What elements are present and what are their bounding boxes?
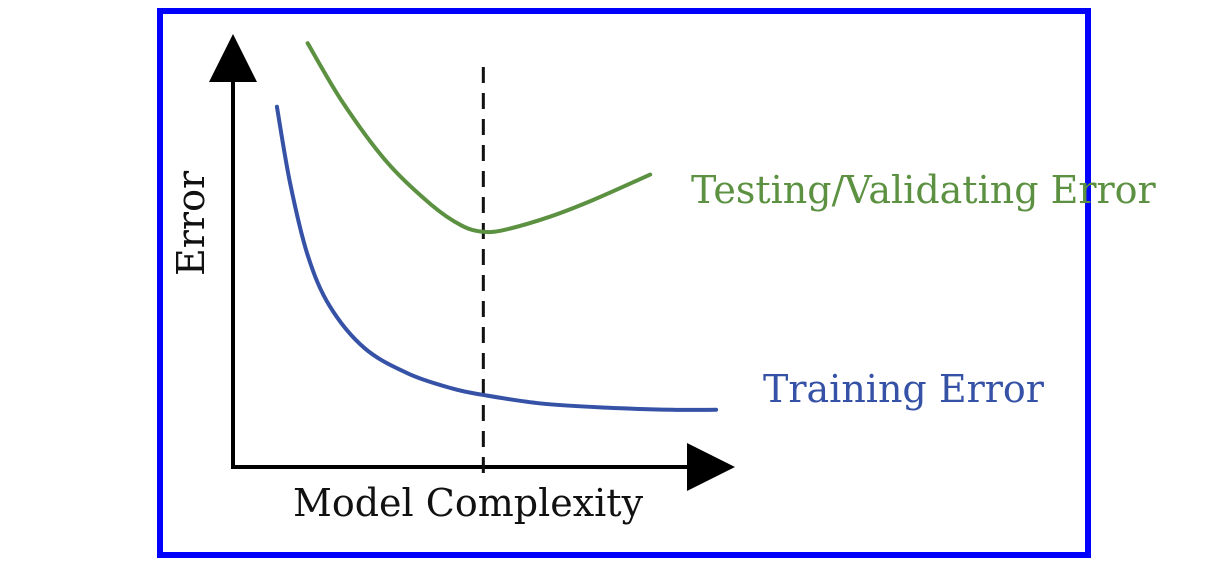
training-error-line bbox=[274, 104, 719, 412]
testing-validating-error-label: Testing/Validating Error bbox=[691, 168, 1157, 212]
x-axis-label: Model Complexity bbox=[293, 481, 644, 525]
y-axis-label: Error bbox=[169, 170, 213, 276]
testing-validating-error-line bbox=[305, 41, 653, 235]
training-error-label: Training Error bbox=[763, 367, 1045, 411]
